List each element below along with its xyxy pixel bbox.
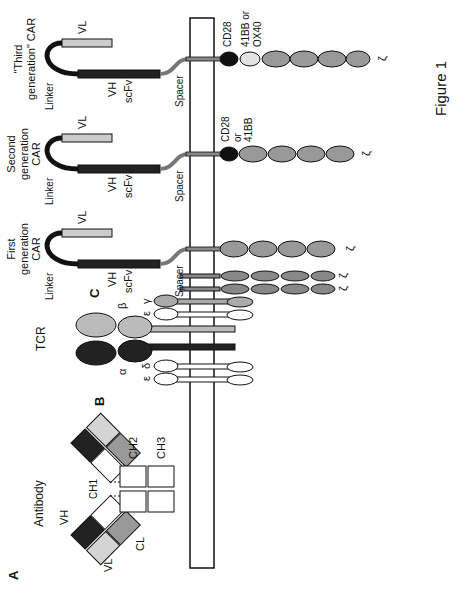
domain-label: 41BB or OX40	[240, 3, 263, 47]
car-first-generation	[47, 229, 335, 268]
part-label: VL	[76, 211, 89, 224]
chain-label: δ	[140, 363, 153, 369]
part-label: VH	[106, 272, 119, 287]
part-label: Linker	[44, 273, 56, 300]
domain-label: VL	[102, 559, 115, 572]
part-label: VL	[76, 116, 89, 129]
chain-label: ζ	[337, 273, 350, 278]
chain-label: ζ	[344, 246, 357, 251]
part-label: Spacer	[174, 265, 186, 297]
part-label: scFv	[122, 175, 135, 198]
domain-label: VH	[58, 510, 71, 525]
tcr-complex	[76, 271, 335, 385]
panel-letter: A	[7, 571, 22, 580]
car-title: "Third generation" CAR	[12, 17, 37, 101]
part-label: scFv	[122, 80, 135, 103]
domain-label: CH3	[155, 437, 168, 459]
antibody	[71, 413, 174, 564]
part-label: VL	[76, 21, 89, 34]
chain-label: ε	[140, 376, 153, 381]
chain-label: ζ	[360, 151, 373, 156]
part-label: Spacer	[174, 75, 186, 107]
part-label: scFv	[122, 270, 135, 293]
chain-label: ε	[140, 311, 153, 316]
chain-label: ζ	[376, 56, 389, 61]
panel-letter: B	[93, 397, 108, 406]
car-title: First generation CAR	[5, 213, 43, 285]
figure-caption: Figure 1	[432, 61, 449, 116]
part-label: Linker	[44, 178, 56, 205]
panel-title: Antibody	[33, 480, 47, 527]
domain-label: CD28	[222, 21, 234, 47]
car-third-generation	[47, 39, 370, 78]
cell-membrane	[190, 18, 214, 568]
domain-label: CL	[134, 537, 147, 551]
domain-label: CH2	[127, 437, 140, 459]
part-label: Spacer	[174, 170, 186, 202]
chain-label: γ	[140, 299, 153, 305]
domain-label: CH1	[88, 479, 100, 499]
panel-letter: C	[88, 289, 103, 298]
part-label: Linker	[44, 83, 56, 110]
car-second-generation	[47, 134, 354, 173]
chain-label: ζ	[337, 286, 350, 291]
chain-label: α	[116, 369, 129, 375]
car-title: Second generation CAR	[5, 118, 43, 190]
panel-title: TCR	[35, 326, 49, 351]
part-label: VH	[106, 177, 119, 192]
chain-label: β	[116, 303, 129, 309]
part-label: VH	[106, 82, 119, 97]
domain-label: CD28 or 41BB	[220, 108, 255, 142]
